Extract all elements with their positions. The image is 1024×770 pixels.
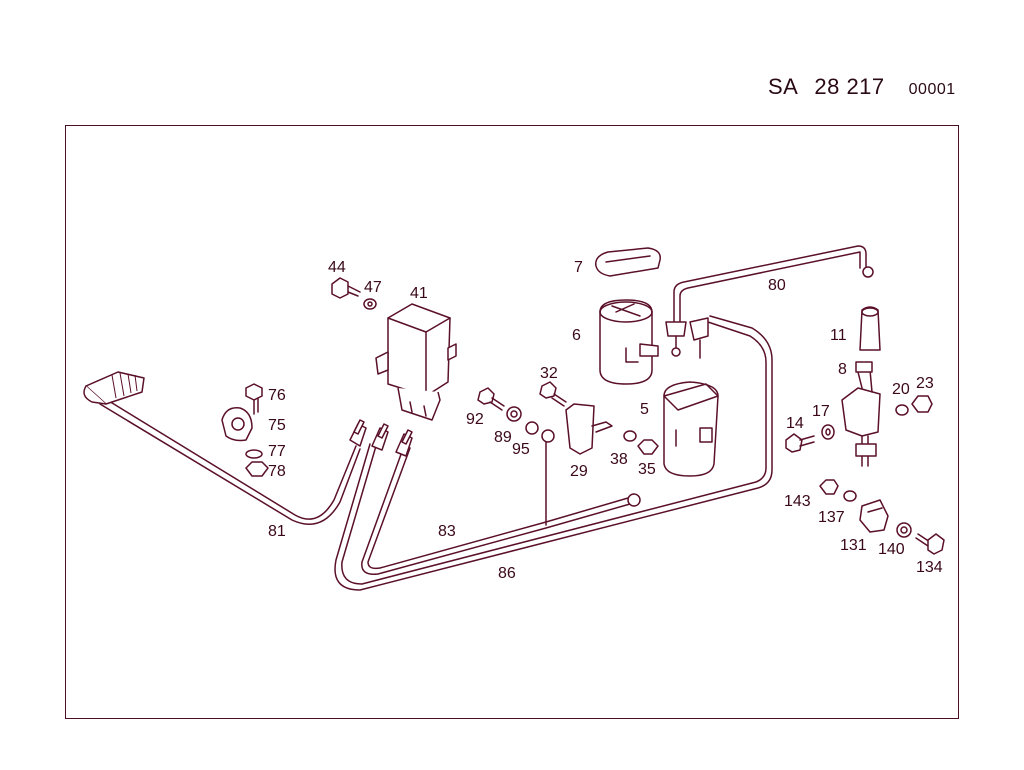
label-44: 44 xyxy=(328,259,346,276)
coil-5[interactable] xyxy=(663,381,719,477)
nut-143[interactable] xyxy=(819,479,839,495)
control-unit-41[interactable] xyxy=(375,303,457,421)
label-143: 143 xyxy=(784,493,811,510)
nut-78[interactable] xyxy=(245,461,269,477)
washer-77[interactable] xyxy=(245,449,263,459)
label-86: 86 xyxy=(498,565,516,582)
clamp-75[interactable] xyxy=(221,407,253,442)
cable-81[interactable] xyxy=(83,371,361,525)
label-76: 76 xyxy=(268,387,286,404)
cable-80[interactable] xyxy=(665,245,874,359)
washer-47[interactable] xyxy=(363,298,377,310)
label-47: 47 xyxy=(364,279,382,296)
label-32: 32 xyxy=(540,365,558,382)
label-23: 23 xyxy=(916,375,934,392)
washer-137[interactable] xyxy=(843,490,857,502)
label-29: 29 xyxy=(570,463,588,480)
nut-23[interactable] xyxy=(911,395,933,413)
bracket-29[interactable] xyxy=(565,403,613,455)
boot-11[interactable] xyxy=(859,306,881,351)
drawing-header: SA 28 217 00001 xyxy=(768,74,956,104)
washer-95[interactable] xyxy=(525,421,539,435)
label-81: 81 xyxy=(268,523,286,540)
label-89: 89 xyxy=(494,429,512,446)
bolt-134[interactable] xyxy=(915,533,945,555)
drawing-number: 28 217 xyxy=(814,74,885,99)
bolt-44[interactable] xyxy=(331,277,361,299)
bolt-76[interactable] xyxy=(245,383,263,415)
bolt-92[interactable] xyxy=(477,387,505,411)
label-137: 137 xyxy=(818,509,845,526)
label-77: 77 xyxy=(268,443,286,460)
nut-35[interactable] xyxy=(637,439,659,455)
label-17: 17 xyxy=(812,403,830,420)
block-8[interactable] xyxy=(841,361,881,467)
label-20: 20 xyxy=(892,381,910,398)
diagram-frame xyxy=(65,125,959,719)
label-38: 38 xyxy=(610,451,628,468)
label-7: 7 xyxy=(574,259,583,276)
label-41: 41 xyxy=(410,285,428,302)
harness-83-86[interactable] xyxy=(334,315,773,591)
label-5: 5 xyxy=(640,401,649,418)
coil-6[interactable] xyxy=(599,299,659,385)
cap-7[interactable] xyxy=(595,247,661,277)
label-92: 92 xyxy=(466,411,484,428)
label-6: 6 xyxy=(572,327,581,344)
washer-38[interactable] xyxy=(623,430,637,442)
label-95: 95 xyxy=(512,441,530,458)
screw-32[interactable] xyxy=(539,381,567,407)
washer-17[interactable] xyxy=(821,424,835,440)
label-83: 83 xyxy=(438,523,456,540)
label-35: 35 xyxy=(638,461,656,478)
drawing-code: 00001 xyxy=(908,81,956,98)
part-labels: 5 6 7 8 11 14 17 20 23 29 32 35 38 41 44… xyxy=(268,259,943,582)
label-78: 78 xyxy=(268,463,286,480)
bolt-14[interactable] xyxy=(785,433,815,453)
label-80: 80 xyxy=(768,277,786,294)
washer-140[interactable] xyxy=(896,522,912,538)
clip-131[interactable] xyxy=(859,499,889,533)
label-11: 11 xyxy=(830,327,847,344)
label-8: 8 xyxy=(838,361,847,378)
label-140: 140 xyxy=(878,541,905,558)
washer-20[interactable] xyxy=(895,404,909,416)
label-75: 75 xyxy=(268,417,286,434)
label-134: 134 xyxy=(916,559,943,576)
label-14: 14 xyxy=(786,415,804,432)
washer-89[interactable] xyxy=(506,406,522,422)
label-131: 131 xyxy=(840,537,867,554)
sa-prefix: SA xyxy=(768,74,799,99)
